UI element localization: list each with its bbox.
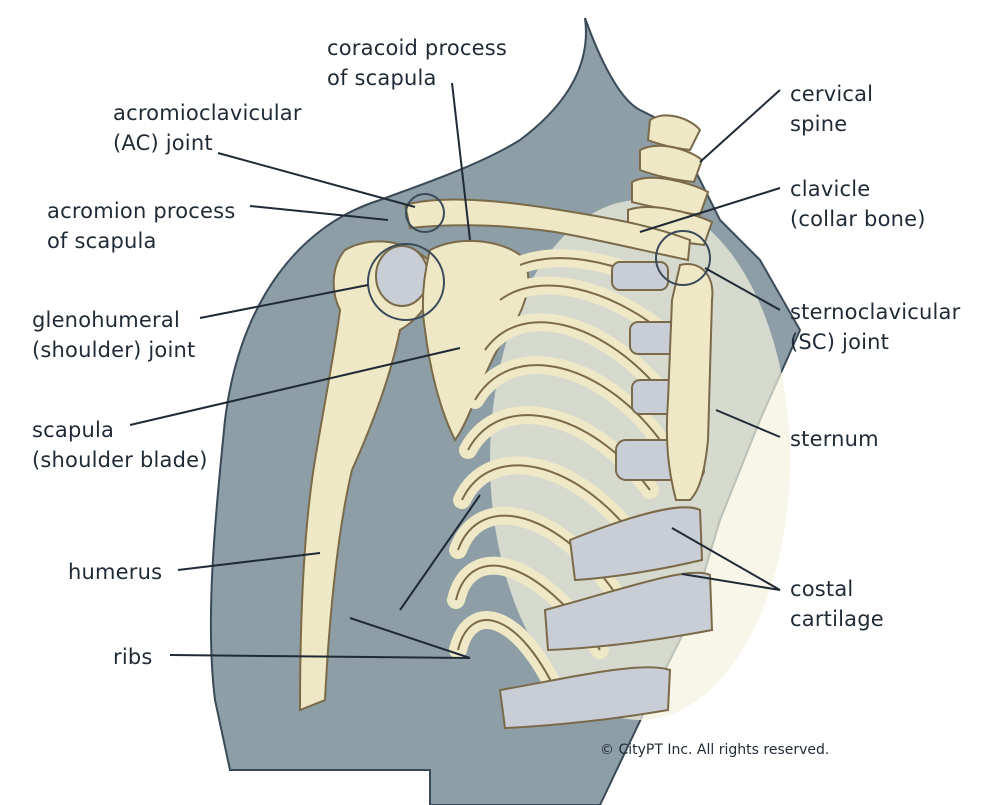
copyright-notice: © CityPT Inc. All rights reserved. [600,742,830,758]
label-ac-joint-line1: acromioclavicular [113,101,302,125]
label-sternum: sternum [790,424,879,454]
label-sc-joint-line2: (SC) joint [790,330,890,354]
label-clavicle-line2: (collar bone) [790,207,926,231]
label-ac-joint-line2: (AC) joint [113,131,213,155]
label-cervical-spine: cervical spine [790,79,873,139]
label-scapula-line1: scapula [32,418,115,442]
label-costal-cartilage: costal cartilage [790,574,884,634]
label-scapula: scapula (shoulder blade) [32,415,208,475]
label-cervical-line1: cervical [790,82,874,106]
label-scapula-line2: (shoulder blade) [32,448,208,472]
humeral-head-cartilage [375,245,429,307]
label-humerus: humerus [68,557,162,587]
label-ribs: ribs [113,642,153,672]
glenohumeral-joint-circle [367,243,445,321]
label-acromion-process: acromion process of scapula [47,196,235,256]
sternum-bone [665,263,714,501]
label-ribs-line1: ribs [113,645,153,669]
costal-cartilage-pieces [498,261,714,730]
label-costal-line1: costal [790,577,854,601]
label-clavicle-line1: clavicle [790,177,871,201]
label-humerus-line1: humerus [68,560,163,584]
clavicle-bone [403,198,692,262]
label-coracoid-line2: of scapula [327,66,437,90]
label-coracoid-process: coracoid process of scapula [327,33,507,93]
sc-joint-circle [655,230,711,286]
label-clavicle: clavicle (collar bone) [790,174,926,234]
label-cervical-line2: spine [790,112,848,136]
label-sternum-line1: sternum [790,427,879,451]
label-glenohumeral-joint: glenohumeral (shoulder) joint [32,305,195,365]
label-acromion-line2: of scapula [47,229,157,253]
label-glenohumeral-line2: (shoulder) joint [32,338,196,362]
label-coracoid-line1: coracoid process [327,36,508,60]
label-acromion-line1: acromion process [47,199,236,223]
label-ac-joint: acromioclavicular (AC) joint [113,98,302,158]
label-glenohumeral-line1: glenohumeral [32,308,180,332]
label-sc-joint: sternoclavicular (SC) joint [790,297,960,357]
label-costal-line2: cartilage [790,607,884,631]
label-sc-joint-line1: sternoclavicular [790,300,961,324]
leader-lines [129,82,781,659]
ac-joint-circle [405,193,445,233]
